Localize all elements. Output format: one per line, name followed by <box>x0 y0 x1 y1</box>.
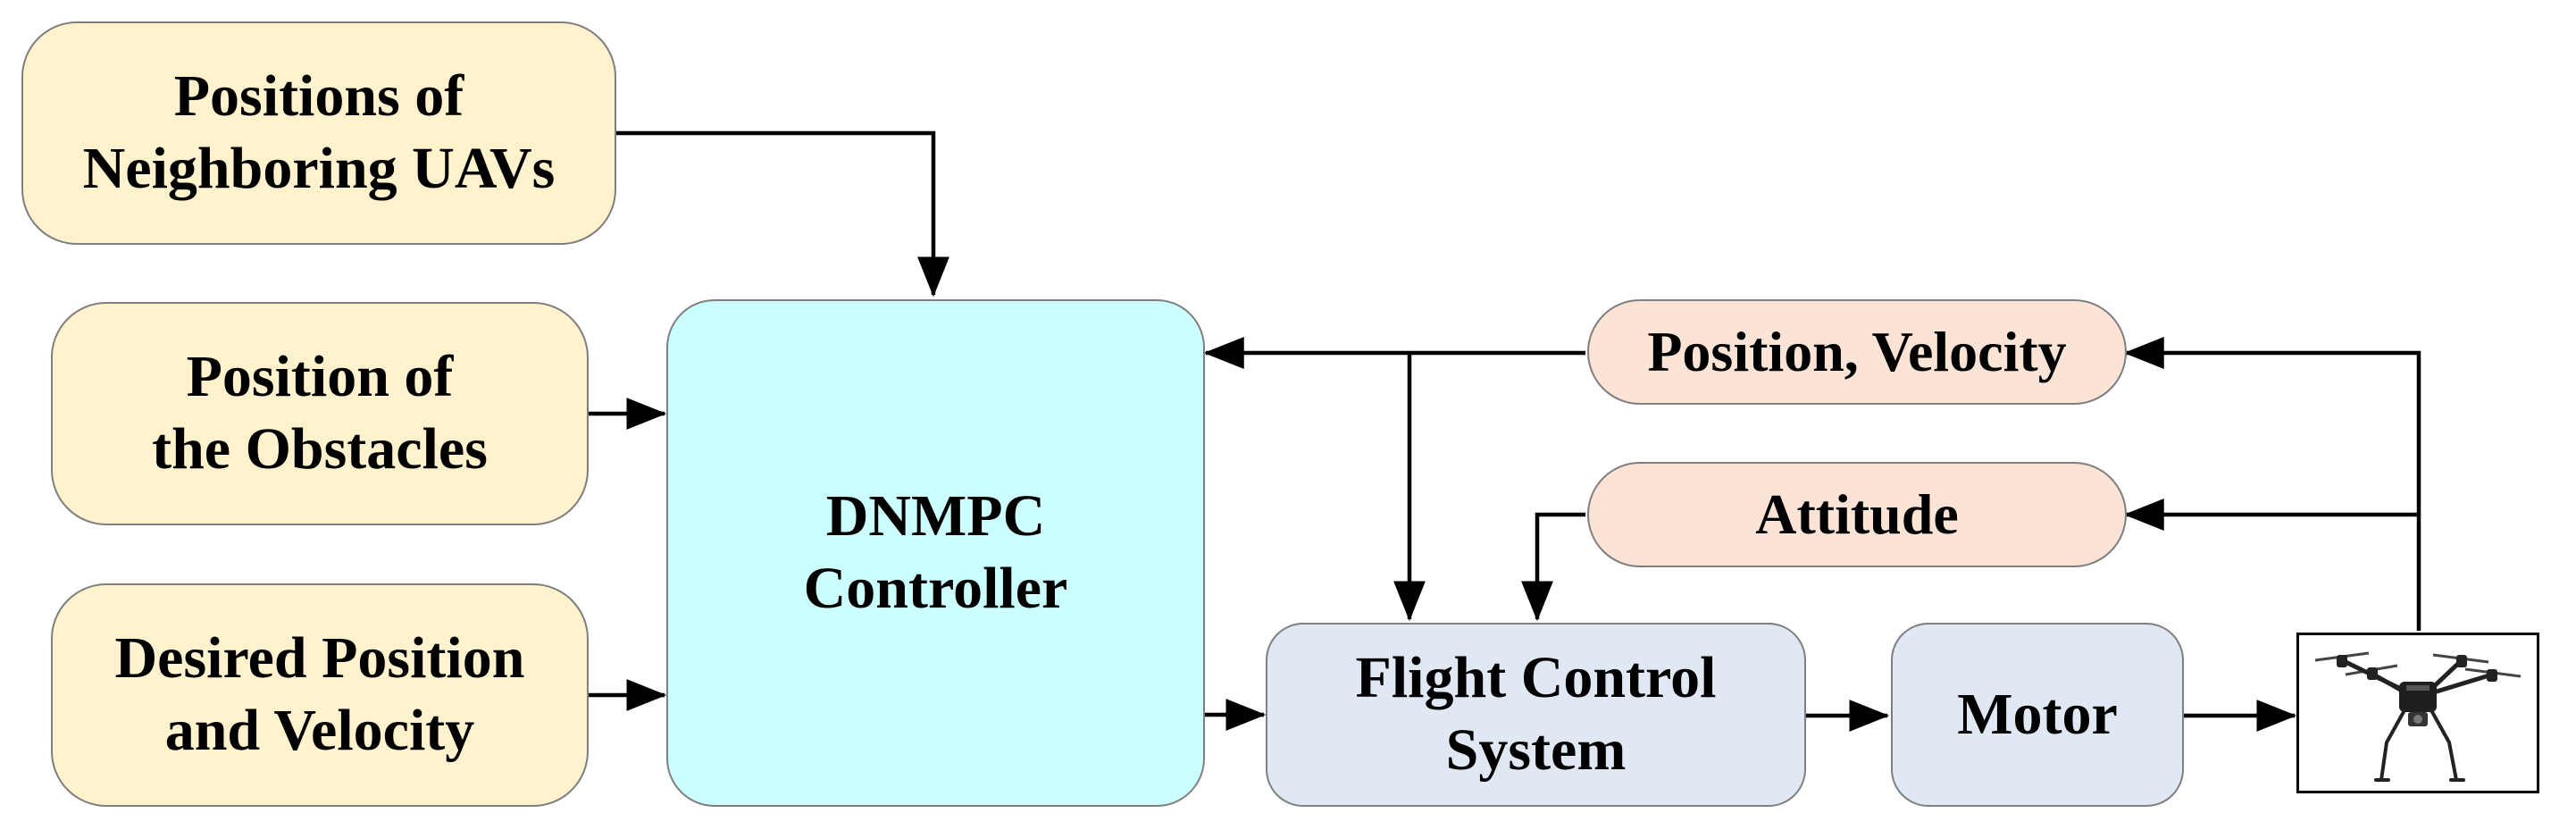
position-velocity-label: Position, Velocity <box>1647 319 2067 383</box>
desired-state-line2: and Velocity <box>164 698 475 763</box>
desired-state-line1: Desired Position <box>114 625 525 692</box>
attitude-box: Attitude <box>1587 462 2127 567</box>
obstacle-position-line2: the Obstacles <box>152 416 488 482</box>
flight-control-system-box: Flight Control System <box>1266 623 1806 807</box>
arrow-drone-to-posvel <box>2123 337 2421 631</box>
fcs-line2: System <box>1445 717 1627 783</box>
position-velocity-box: Position, Velocity <box>1587 299 2127 405</box>
neighbor-positions-line2: Neighboring UAVs <box>82 136 556 201</box>
arrow-attitude-to-fcs <box>1521 512 1585 622</box>
obstacle-position-box: Position of the Obstacles <box>51 302 589 525</box>
attitude-label: Attitude <box>1755 482 1959 546</box>
neighbor-positions-box: Positions of Neighboring UAVs <box>21 21 616 245</box>
controller-line1: DNMPC <box>825 483 1046 549</box>
controller-line2: Controller <box>803 556 1068 621</box>
quadcopter-drone-icon <box>2314 651 2522 782</box>
uav-image-box <box>2296 633 2539 793</box>
motor-label: Motor <box>1957 681 2118 747</box>
obstacle-position-line1: Position of <box>186 344 454 410</box>
fcs-line1: Flight Control <box>1355 645 1717 711</box>
desired-state-box: Desired Position and Velocity <box>51 583 589 807</box>
arrow-neighbors-to-controller <box>615 130 949 298</box>
dnmpc-controller-box: DNMPC Controller <box>666 299 1205 807</box>
neighbor-positions-line1: Positions of <box>173 63 464 130</box>
motor-box: Motor <box>1891 623 2184 807</box>
